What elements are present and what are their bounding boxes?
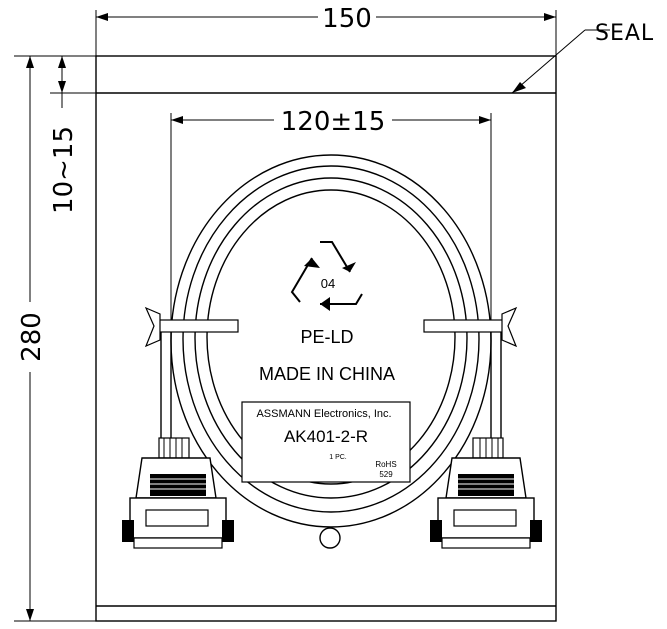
recycle-icon: 04	[290, 241, 363, 311]
dsub-connector-left	[122, 332, 234, 549]
sticker-company: ASSMANN Electronics, Inc.	[256, 408, 391, 420]
cable-tie-left	[144, 306, 239, 348]
bag-outline	[95, 55, 557, 622]
seal-gap-label: 10~15	[49, 126, 79, 214]
sticker-quantity: 1 PC.	[329, 454, 347, 461]
product-sticker: ASSMANN Electronics, Inc. AK401-2-R 1 PC…	[241, 401, 411, 483]
recycle-code: 04	[321, 276, 335, 291]
dsub-connector-right	[430, 332, 542, 549]
height-dimension: 280	[14, 55, 96, 622]
seal-gap-dimension: 10~15	[49, 56, 96, 214]
sticker-rohs-code: 529	[379, 470, 393, 479]
width-dimension: 150	[95, 4, 557, 56]
hang-hole	[319, 527, 341, 549]
material-label: PE-LD	[300, 327, 353, 347]
coil-width-dimension: 120±15	[170, 107, 492, 440]
sticker-part-number: AK401-2-R	[284, 427, 368, 446]
sticker-rohs: RoHS	[375, 460, 396, 469]
seal-label: SEAL	[595, 21, 654, 46]
coil-width-label: 120±15	[281, 107, 386, 137]
height-label: 280	[17, 312, 47, 362]
width-label: 150	[322, 4, 372, 34]
origin-label: MADE IN CHINA	[259, 364, 395, 384]
cable-tie-right	[423, 306, 518, 348]
seal-callout: SEAL	[511, 21, 654, 94]
